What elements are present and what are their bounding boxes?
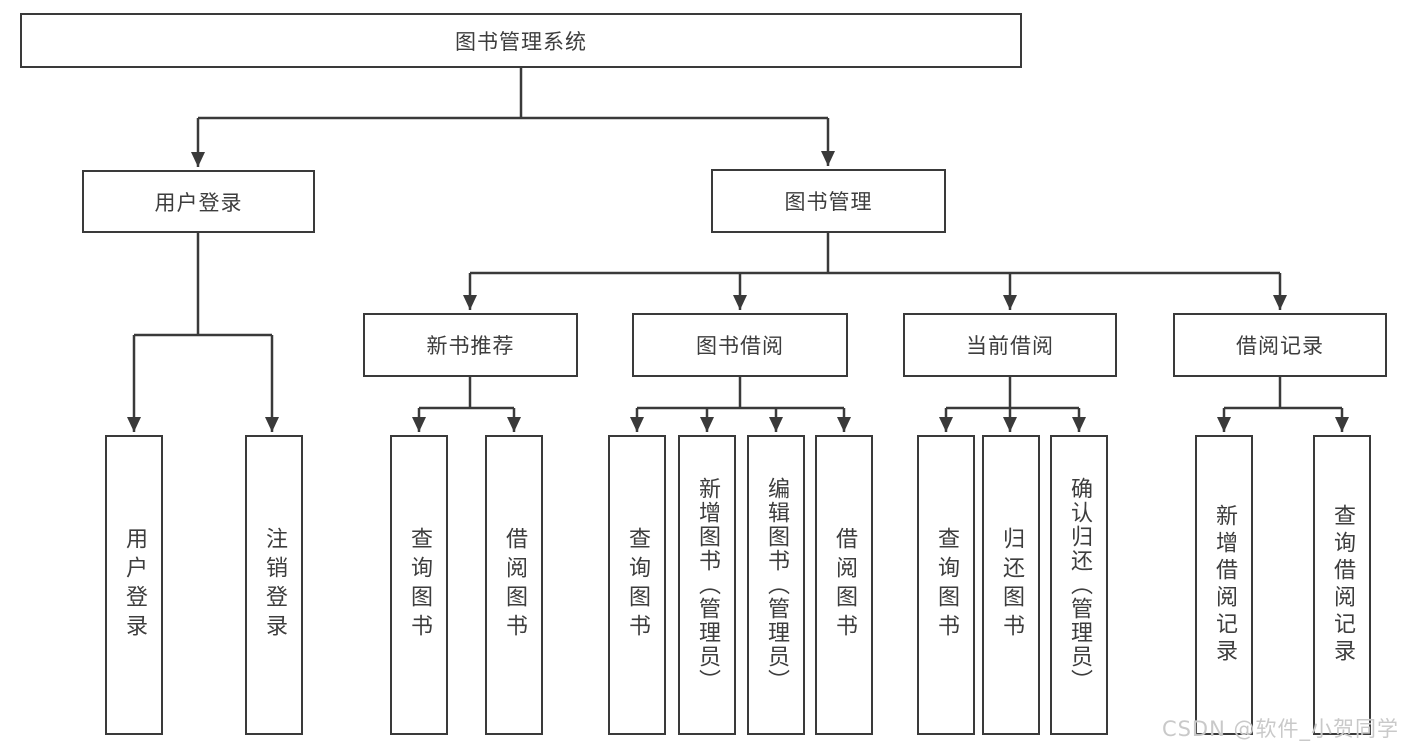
node-query-books-newrec: 查询图书: [390, 435, 448, 735]
node-user-login-group: 用户登录: [82, 170, 315, 233]
node-user-login: 用户登录: [105, 435, 163, 735]
node-borrow-books-newrec: 借阅图书: [485, 435, 543, 735]
node-query-books-borrow: 查询图书: [608, 435, 666, 735]
tree-connectors: [127, 68, 1349, 432]
node-borrow-records: 借阅记录: [1173, 313, 1387, 377]
node-return-books: 归还图书: [982, 435, 1040, 735]
node-new-book-recommend: 新书推荐: [363, 313, 578, 377]
node-query-borrow-record: 查询借阅记录: [1313, 435, 1371, 735]
node-root-system: 图书管理系统: [20, 13, 1022, 68]
node-confirm-return-admin: 确认归还（管理员）: [1050, 435, 1108, 735]
node-query-books-current: 查询图书: [917, 435, 975, 735]
node-book-management: 图书管理: [711, 169, 946, 233]
node-add-borrow-record: 新增借阅记录: [1195, 435, 1253, 735]
node-edit-book-admin: 编辑图书（管理员）: [747, 435, 805, 735]
node-borrow-books-borrow: 借阅图书: [815, 435, 873, 735]
node-add-book-admin: 新增图书（管理员）: [678, 435, 736, 735]
connector-bars: [134, 68, 1342, 410]
node-current-borrow: 当前借阅: [903, 313, 1117, 377]
node-logout: 注销登录: [245, 435, 303, 735]
csdn-watermark: CSDN @软件_小贺同学: [1161, 717, 1399, 741]
node-book-borrow: 图书借阅: [632, 313, 848, 377]
